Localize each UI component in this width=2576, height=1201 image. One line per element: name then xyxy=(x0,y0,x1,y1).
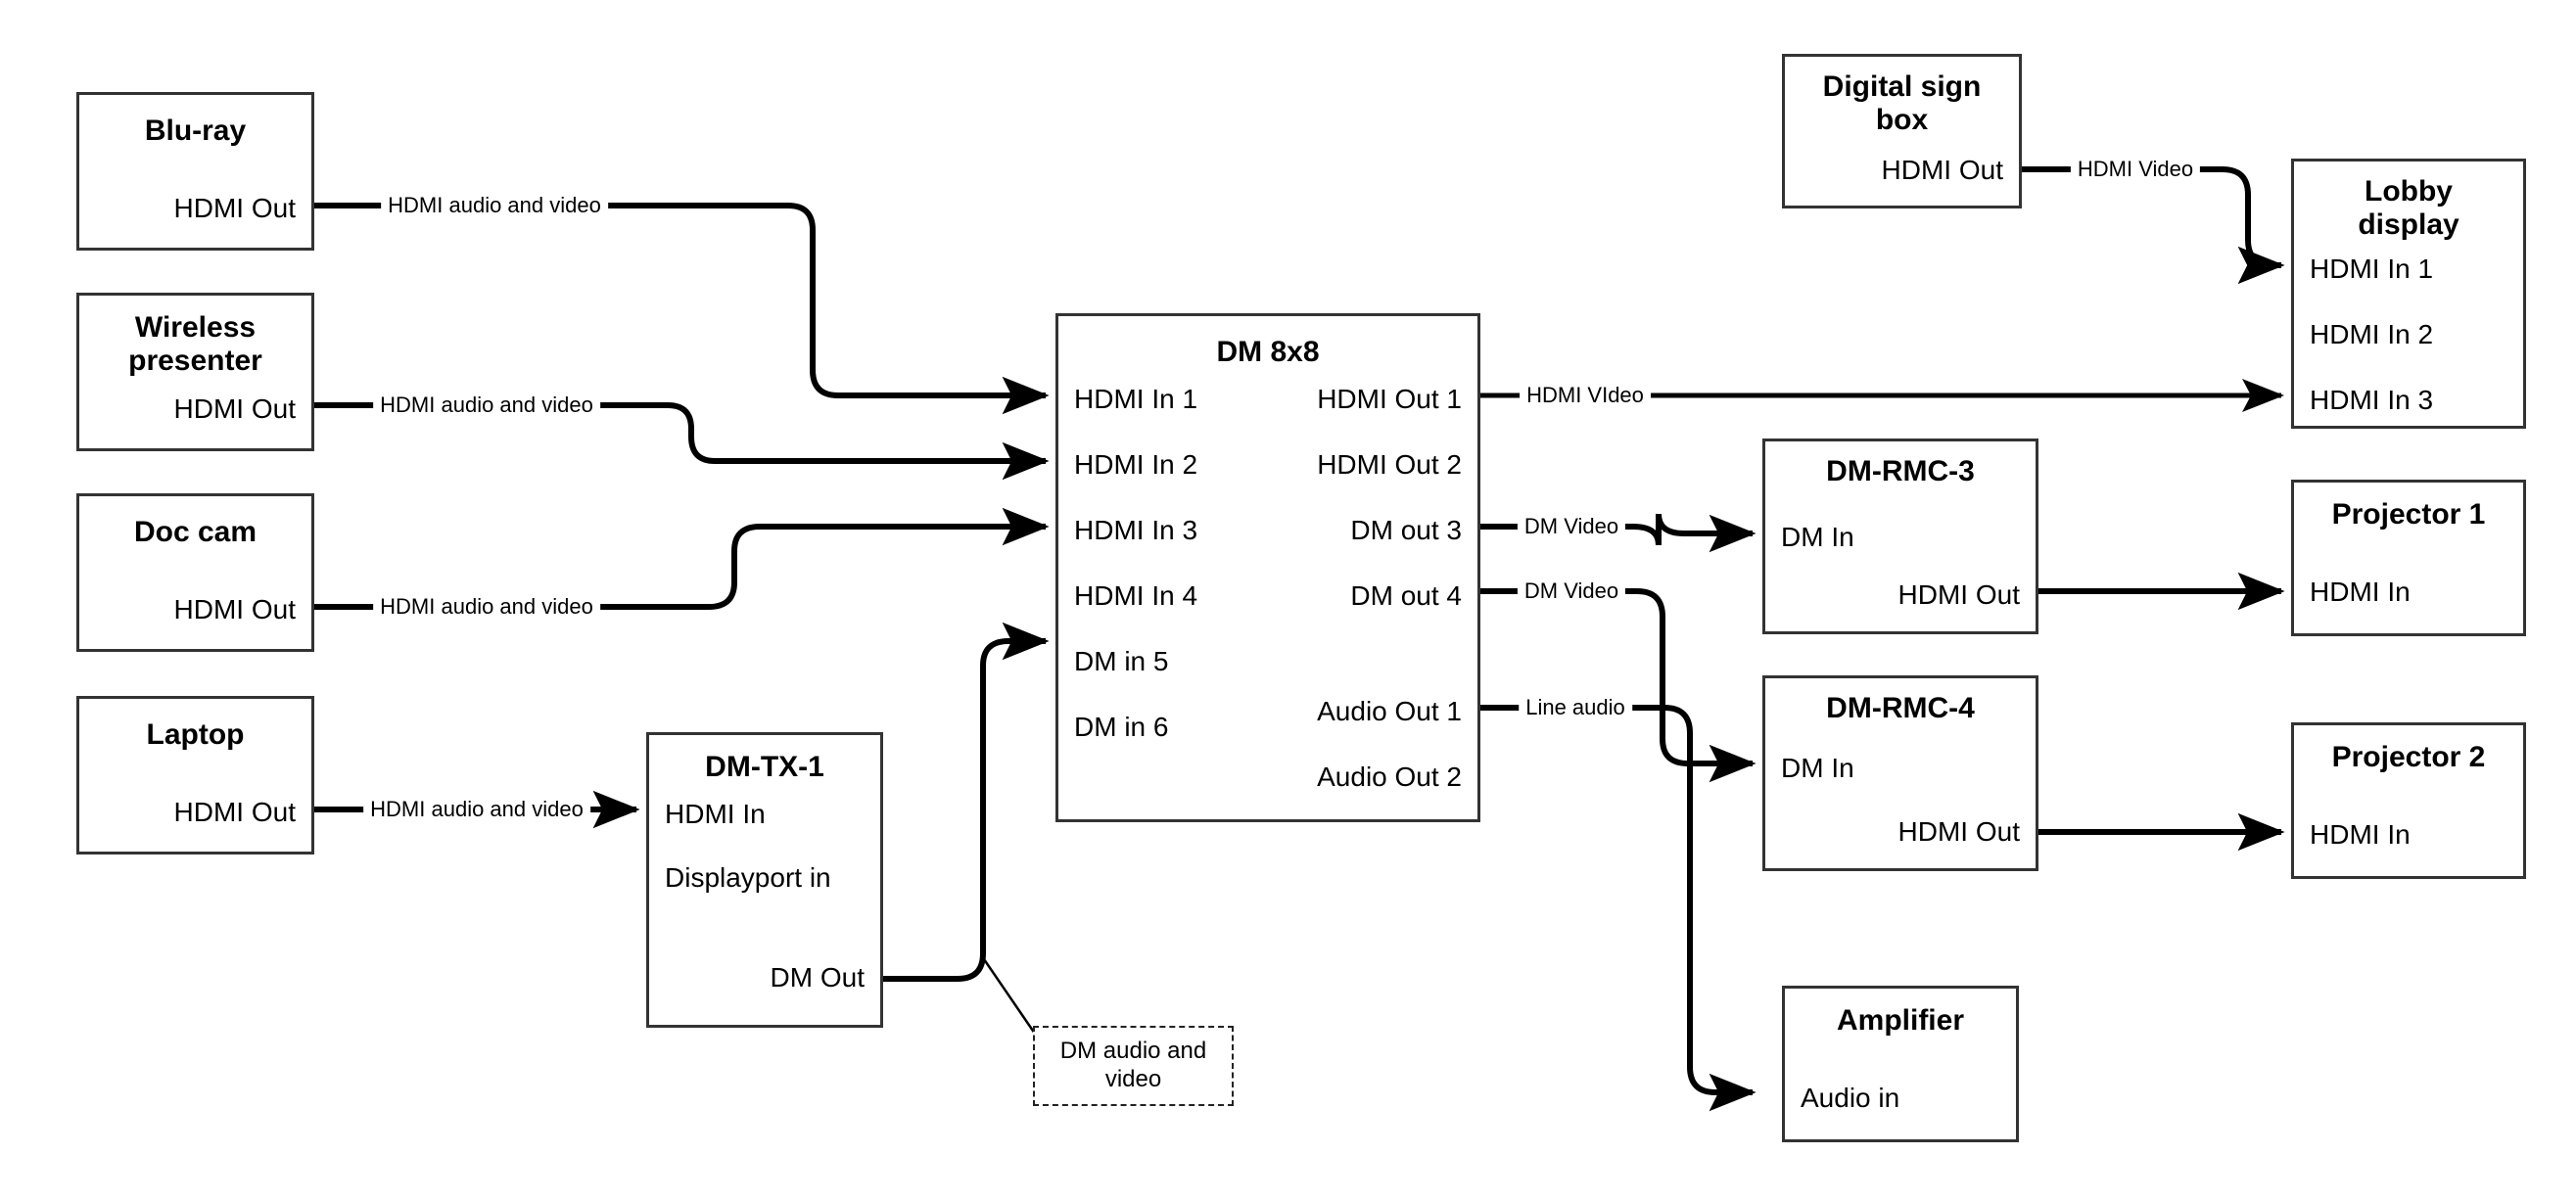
wire-dm-out4-to-rmc4 xyxy=(1480,588,1756,783)
port-dm8x8-dm-in-6[interactable]: DM in 6 xyxy=(1074,712,1169,742)
node-amplifier[interactable]: Amplifier Audio in xyxy=(1782,986,2019,1142)
port-dm8x8-hdmi-in-4[interactable]: HDMI In 4 xyxy=(1074,580,1198,611)
wire-label-dm-out4: DM Video xyxy=(1517,580,1626,602)
node-title-projector-2: Projector 2 xyxy=(2331,741,2486,773)
port-dm8x8-audio-out-2[interactable]: Audio Out 2 xyxy=(1317,762,1462,792)
node-laptop[interactable]: Laptop HDMI Out xyxy=(76,696,314,855)
node-title-lobby-display-line1: Lobby xyxy=(2365,175,2453,208)
node-title-amplifier: Amplifier xyxy=(1836,1004,1965,1037)
port-dmtx1-displayport-in[interactable]: Displayport in xyxy=(665,862,831,893)
node-wireless-presenter[interactable]: Wireless presenter HDMI Out xyxy=(76,293,314,451)
port-dm8x8-dm-in-5[interactable]: DM in 5 xyxy=(1074,646,1169,676)
node-projector-1[interactable]: Projector 1 HDMI In xyxy=(2291,480,2526,636)
port-dm8x8-hdmi-out-2[interactable]: HDMI Out 2 xyxy=(1317,449,1462,480)
node-digital-sign-box[interactable]: Digital sign box HDMI Out xyxy=(1782,54,2022,208)
port-rmc3-hdmi-out[interactable]: HDMI Out xyxy=(1897,579,2020,610)
node-bluray[interactable]: Blu-ray HDMI Out xyxy=(76,92,314,251)
port-lobby-hdmi-in-3[interactable]: HDMI In 3 xyxy=(2310,385,2434,415)
wire-label-dm-out3: DM Video xyxy=(1517,516,1626,537)
node-title-bluray: Blu-ray xyxy=(144,115,247,147)
wire-dm-audioout1-to-amplifier xyxy=(1480,705,1756,1112)
wire-label-bluray: HDMI audio and video xyxy=(381,195,608,216)
port-dmtx1-dm-out[interactable]: DM Out xyxy=(770,962,865,993)
node-dm-tx-1[interactable]: DM-TX-1 HDMI In Displayport in DM Out xyxy=(646,732,883,1028)
wire-label-digital-sign: HDMI Video xyxy=(2070,159,2201,180)
port-projector2-hdmi-in[interactable]: HDMI In xyxy=(2310,819,2411,850)
port-amplifier-audio-in[interactable]: Audio in xyxy=(1801,1083,1900,1113)
port-dmtx1-hdmi-in[interactable]: HDMI In xyxy=(665,799,766,829)
node-title-digital-sign-box-line2: box xyxy=(1875,104,1929,136)
node-title-doc-cam: Doc cam xyxy=(133,516,258,548)
node-dm-rmc-4[interactable]: DM-RMC-4 DM In HDMI Out xyxy=(1762,675,2038,871)
wire-label-audio-out1: Line audio xyxy=(1519,697,1632,718)
wire-digitalsign-to-lobby-in1 xyxy=(2022,166,2285,285)
node-title-digital-sign-box-line1: Digital sign xyxy=(1822,70,1982,103)
wire-dmtx1-to-dm-in5 xyxy=(881,622,1050,982)
port-digitalsign-hdmi-out[interactable]: HDMI Out xyxy=(1881,155,2003,185)
port-dm8x8-audio-out-1[interactable]: Audio Out 1 xyxy=(1317,696,1462,726)
node-title-wireless-presenter-line1: Wireless xyxy=(134,311,257,344)
callout-dm-audio-and-video: DM audio and video xyxy=(1033,1026,1234,1106)
wire-label-doccam: HDMI audio and video xyxy=(373,596,600,618)
port-lobby-hdmi-in-2[interactable]: HDMI In 2 xyxy=(2310,319,2434,349)
node-title-dm-tx-1: DM-TX-1 xyxy=(705,751,824,783)
node-dm-rmc-3[interactable]: DM-RMC-3 DM In HDMI Out xyxy=(1762,439,2038,634)
port-dm8x8-hdmi-in-3[interactable]: HDMI In 3 xyxy=(1074,515,1198,545)
wire-label-wireless: HDMI audio and video xyxy=(373,394,600,416)
port-lobby-hdmi-in-1[interactable]: HDMI In 1 xyxy=(2310,254,2434,284)
wire-bluray-to-dm-in1 xyxy=(313,203,1050,415)
port-rmc4-hdmi-out[interactable]: HDMI Out xyxy=(1897,816,2020,847)
node-title-projector-1: Projector 1 xyxy=(2331,498,2486,531)
node-dm-8x8[interactable]: DM 8x8 HDMI In 1 HDMI In 2 HDMI In 3 HDM… xyxy=(1055,313,1480,822)
wire-label-laptop: HDMI audio and video xyxy=(363,799,590,820)
node-title-dm-rmc-3: DM-RMC-3 xyxy=(1826,455,1975,487)
port-laptop-hdmi-out[interactable]: HDMI Out xyxy=(173,797,296,827)
wire-label-hdmi-out1: HDMI VIdeo xyxy=(1520,385,1651,406)
node-doc-cam[interactable]: Doc cam HDMI Out xyxy=(76,493,314,652)
port-dm8x8-dm-out-4[interactable]: DM out 4 xyxy=(1350,580,1462,611)
port-dm8x8-dm-out-3[interactable]: DM out 3 xyxy=(1350,515,1462,545)
node-title-laptop: Laptop xyxy=(146,718,245,751)
port-dm8x8-hdmi-in-2[interactable]: HDMI In 2 xyxy=(1074,449,1198,480)
node-title-dm-rmc-4: DM-RMC-4 xyxy=(1826,692,1975,724)
port-doccam-hdmi-out[interactable]: HDMI Out xyxy=(173,594,296,624)
port-rmc3-dm-in[interactable]: DM In xyxy=(1781,522,1854,552)
port-rmc4-dm-in[interactable]: DM In xyxy=(1781,753,1854,783)
port-dm8x8-hdmi-in-1[interactable]: HDMI In 1 xyxy=(1074,384,1198,414)
node-title-dm-8x8: DM 8x8 xyxy=(1216,336,1320,368)
port-projector1-hdmi-in[interactable]: HDMI In xyxy=(2310,577,2411,607)
node-lobby-display[interactable]: Lobby display HDMI In 1 HDMI In 2 HDMI I… xyxy=(2291,159,2526,429)
port-wireless-hdmi-out[interactable]: HDMI Out xyxy=(173,393,296,424)
port-dm8x8-hdmi-out-1[interactable]: HDMI Out 1 xyxy=(1317,384,1462,414)
node-title-lobby-display-line2: display xyxy=(2358,208,2459,241)
port-bluray-hdmi-out[interactable]: HDMI Out xyxy=(173,193,296,223)
node-projector-2[interactable]: Projector 2 HDMI In xyxy=(2291,722,2526,879)
node-title-wireless-presenter-line2: presenter xyxy=(128,345,262,377)
